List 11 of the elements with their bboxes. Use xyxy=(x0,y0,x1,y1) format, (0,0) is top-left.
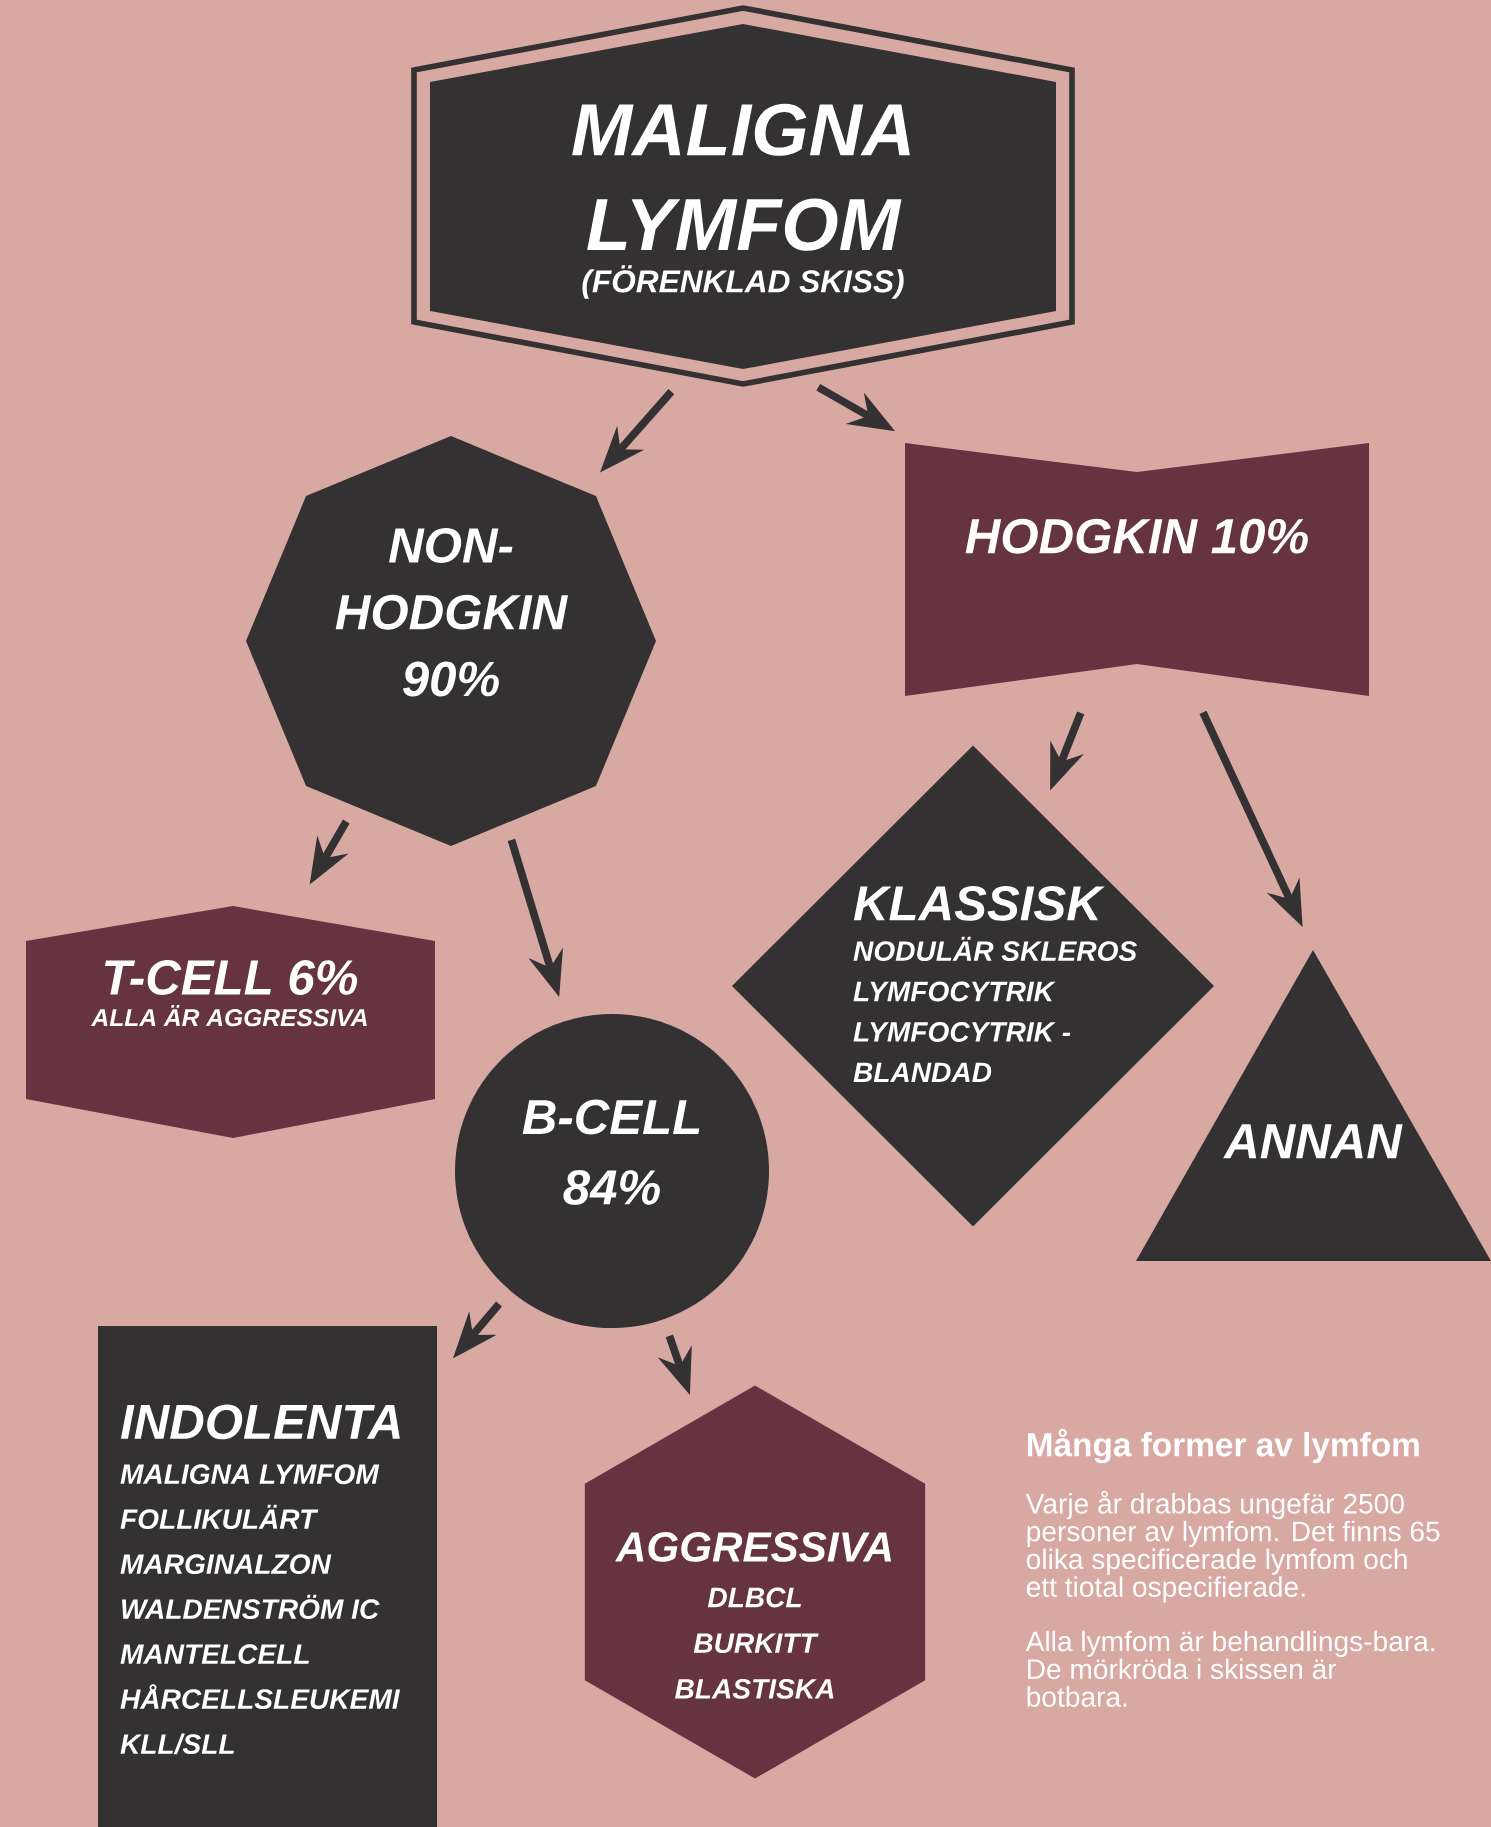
paragraph: Varje år drabbas ungefär 2500 personer av lymfom. Det finns 65 olika specificerade lymfom och ett tiotal ospecifierade. xyxy=(1025,1490,1440,1603)
label-box: T-CELL 6% ALLA ÄR AGGRESSIVA xyxy=(26,906,435,1138)
triangle-node: ANNAN xyxy=(1136,950,1491,1261)
paragraph: Alla lymfom är behandlings-bara. De mörkröda i skissen är botbara. xyxy=(1025,1630,1435,1707)
octagon-node: NON-HODGKIN 90% xyxy=(246,436,656,846)
title-badge: MALIGNA LYMFOM (FÖRENKLAD SKISS) xyxy=(411,5,1075,387)
hexagon-node: AGGRESSIVA DLBCL BURKITT BLASTISKA xyxy=(584,1385,926,1779)
circle-node: B-CELL 84% xyxy=(455,1014,769,1328)
heading: Många former av lymfom xyxy=(1027,1428,1419,1464)
list-box: INDOLENTA MALIGNA LYMFOM FOLLIKULÄRT MARGINALZON WALDENSTRÖM IC MANTELCELL HÅRCELLSLEUKEMI KLL/SLL xyxy=(98,1326,437,1827)
banner-box: HODGKIN 10% xyxy=(905,443,1369,696)
